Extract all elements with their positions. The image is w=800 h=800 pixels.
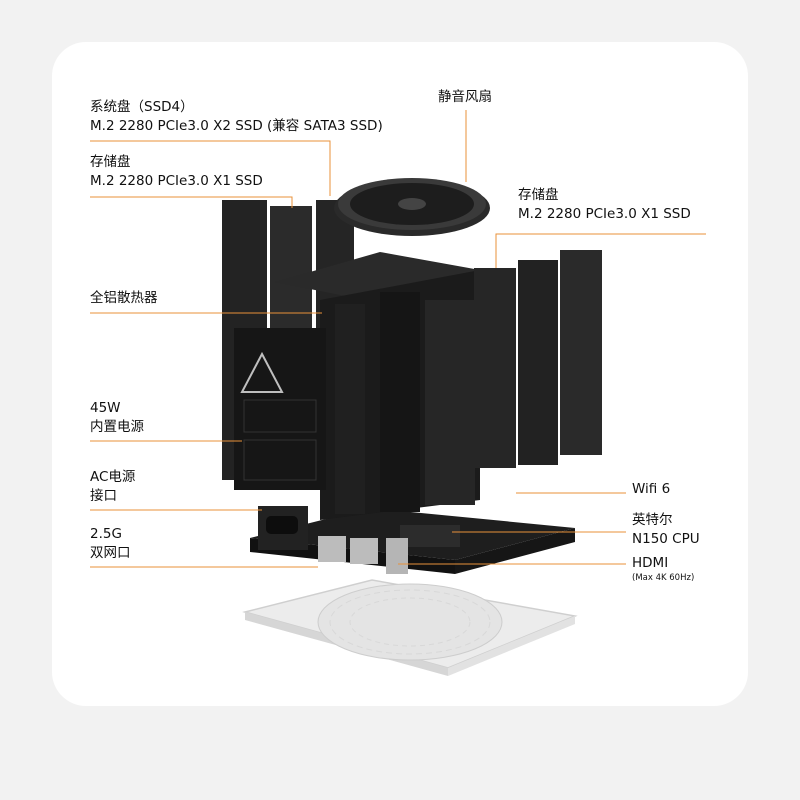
bottom-plate — [242, 579, 578, 676]
ac-port-label: AC电源 接口 — [90, 468, 135, 506]
heatsink-label: 全铝散热器 — [90, 290, 158, 306]
system-disk-title: 系统盘（SSD4） — [90, 99, 194, 115]
cpu-line-1: 英特尔 — [632, 512, 673, 528]
leader-lines — [90, 110, 706, 568]
heatsink-body — [275, 252, 480, 520]
hdmi-label: HDMI (Max 4K 60Hz) — [632, 554, 694, 584]
lan-line-1: 2.5G — [90, 526, 122, 542]
fan-icon — [334, 178, 490, 236]
ac-port-icon — [266, 516, 298, 534]
wifi-label: Wifi 6 — [632, 481, 671, 497]
hdmi-port-icon — [386, 538, 408, 574]
rear-io-panel — [258, 506, 408, 574]
hdmi-note: (Max 4K 60Hz) — [632, 573, 695, 583]
power-label: 45W 内置电源 — [90, 399, 144, 437]
fan-label: 静音风扇 — [438, 89, 492, 105]
system-disk-label: 系统盘（SSD4） M.2 2280 PCIe3.0 X2 SSD (兼容 SA… — [90, 98, 383, 136]
lan-line-2: 双网口 — [90, 545, 131, 561]
storage-left-title: 存储盘 — [90, 154, 131, 170]
storage-left-spec: M.2 2280 PCIe3.0 X1 SSD — [90, 173, 263, 189]
storage-left-label: 存储盘 M.2 2280 PCIe3.0 X1 SSD — [90, 153, 263, 191]
cpu-label: 英特尔 N150 CPU — [632, 511, 700, 549]
power-text: 内置电源 — [90, 419, 144, 435]
cpu-line-2: N150 CPU — [632, 531, 700, 547]
ac-line-1: AC电源 — [90, 469, 136, 485]
lan-label: 2.5G 双网口 — [90, 525, 131, 563]
hdmi-title: HDMI — [632, 555, 669, 571]
warning-icon — [240, 351, 284, 393]
cpu-chip — [400, 525, 460, 547]
system-disk-spec: M.2 2280 PCIe3.0 X2 SSD (兼容 SATA3 SSD) — [90, 118, 383, 134]
power-supply — [234, 328, 326, 490]
storage-right-title: 存储盘 — [518, 187, 559, 203]
ac-line-2: 接口 — [90, 488, 117, 504]
storage-right-spec: M.2 2280 PCIe3.0 X1 SSD — [518, 206, 691, 222]
right-ssd-stack — [474, 250, 602, 468]
lan-port-2-icon — [350, 538, 378, 564]
power-watts: 45W — [90, 400, 121, 416]
storage-right-label: 存储盘 M.2 2280 PCIe3.0 X1 SSD — [518, 186, 691, 224]
lan-port-1-icon — [318, 536, 346, 562]
